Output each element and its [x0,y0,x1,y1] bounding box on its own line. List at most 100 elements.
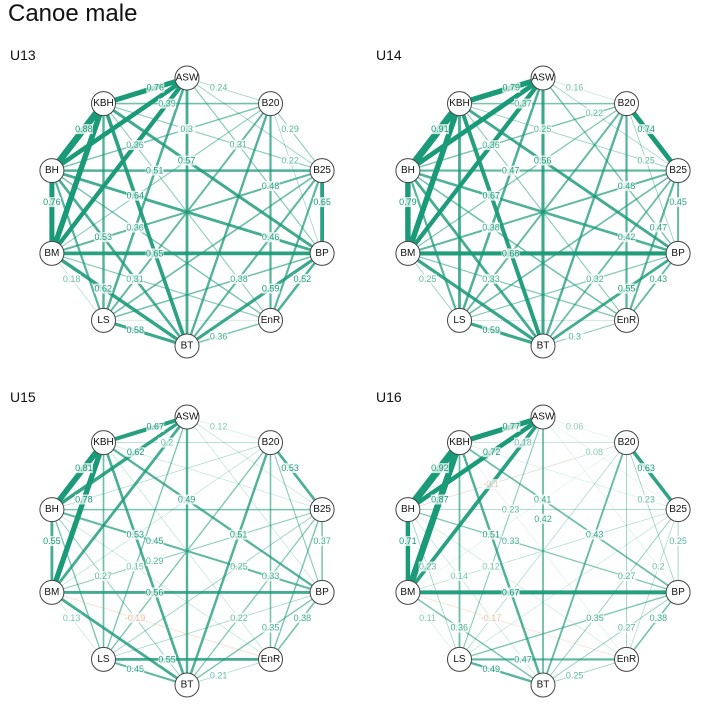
edge-label-ls-enr: 0.47 [514,654,532,664]
edge-label-bg [209,421,228,432]
edge-label-bg [418,561,437,572]
edge-label-kbh-bh: 0.91 [431,124,449,134]
edge-label-bm-ls: 0.25 [419,274,437,284]
edge-bh-enr [407,509,627,660]
edge-kbh-bh [48,100,107,174]
edge-label-bp-ls: 0.35 [586,613,604,623]
edge-asw-bh [405,414,546,512]
edge-b20-ls [102,441,272,661]
node-label: B25 [669,504,687,515]
edge-label-bg [126,664,145,675]
edge-kbh-bh [404,100,464,175]
edge-label-bg [74,494,93,505]
edge-label-bp-enr: 0.52 [294,274,312,284]
edge-bp-ls [102,252,323,322]
edge-label-bg [126,612,144,623]
edge-label-b20-b25: 0.74 [637,124,655,134]
edge-label-bg [617,571,636,582]
node-label: LS [97,315,110,326]
edge-label-bg [565,331,584,342]
edge-b20-bp [626,103,679,254]
edge-bp-enr [269,252,324,322]
edge-label-bg [637,463,656,474]
edge-label-bg [94,571,113,582]
node-label: BP [671,248,685,259]
edge-label-bm-ls: 0.13 [63,613,81,623]
edge-label-bg [74,463,93,474]
node-enr: EnR [614,307,639,333]
node-asw: ASW [530,65,556,91]
edge-label-bm-bp: 0.56 [146,587,164,597]
edge-label-bm-ls: 0.11 [419,613,436,623]
edge-label-kbh-bh: 0.81 [75,463,93,473]
edge-label-bm-enr: 0.33 [482,274,500,284]
edge-label-bg [585,529,604,540]
edge-label-b25-bt: 0.46 [262,232,280,242]
edge-label-kbh-bp: 0.49 [178,495,196,505]
edge-ls-bt [457,318,545,348]
edge-label-b20-bp: 0.22 [281,156,299,166]
edge-bp-bt [186,591,323,686]
edge-b25-enr [269,508,323,661]
edge-label-bg [482,664,501,675]
node-label: EnR [617,315,636,326]
node-label: BH [401,504,415,515]
node-ls: LS [91,646,116,672]
edge-label-bm-enr: -0.17 [481,613,502,623]
panel-title: U14 [376,47,402,63]
edge-b20-b25 [624,101,681,173]
edge-bm-ls [51,253,104,321]
edge-label-b25-enr: 0.2 [652,562,665,572]
edge-labels: 0.770.720.060.080.420.920.870.180.410.51… [398,421,688,681]
edge-bm-b20 [51,103,272,254]
node-asw: ASW [530,404,556,430]
node-label: B20 [262,98,280,109]
edge-bp-ls [458,252,679,322]
edge-label-ls-bt: 0.59 [483,325,501,335]
edge-label-bg [126,561,144,572]
node-label: BH [401,165,415,176]
edge-kbh-bh [49,439,107,513]
node-b20: B20 [258,430,283,456]
edge-label-asw-b20: 0.06 [566,422,584,432]
edge-label-bm-bt: 0.36 [451,623,469,633]
edge-label-bt-enr: 0.3 [568,331,581,341]
edge-label-bg [145,555,164,566]
edge-label-asw-bp: 0.31 [230,140,248,150]
node-ls: LS [447,646,472,672]
edge-label-bp-ls: 0.32 [586,274,604,284]
edge-label-bg [261,283,280,294]
edge-label-bp-ls: 0.38 [230,274,248,284]
node-label: EnR [617,654,636,665]
edge-label-bg [126,529,145,540]
node-b20: B20 [258,91,283,117]
edge-label-bg [126,140,144,151]
edge-label-bg [42,536,61,547]
node-label: LS [97,654,110,665]
edge-label-bg [126,447,145,458]
edge-label-bh-bm: 0.55 [43,536,61,546]
node-enr: EnR [258,646,283,672]
edge-label-bg [482,561,500,572]
edge-bt-enr [542,319,628,347]
edge-bm-b20 [407,102,628,255]
edge-bm-b20 [51,442,271,593]
edge-label-bg [450,571,469,582]
node-bp: BP [309,240,335,266]
edges [404,75,681,348]
edge-label-bg [398,197,417,208]
edge-bt-enr [542,658,627,686]
edge-label-b25-bp: 0.45 [669,197,687,207]
edge-label-bg [145,165,164,176]
node-kbh: KBH [91,430,116,456]
edge-label-bg [501,536,520,547]
edge-b25-bt [542,169,680,347]
edge-b20-b25 [269,103,323,172]
edge-label-bg [482,529,501,540]
edge-b25-ls [103,509,323,660]
edge-bh-b20 [51,102,272,172]
edge-bp-enr [625,591,679,661]
edge-label-bg [230,612,248,623]
